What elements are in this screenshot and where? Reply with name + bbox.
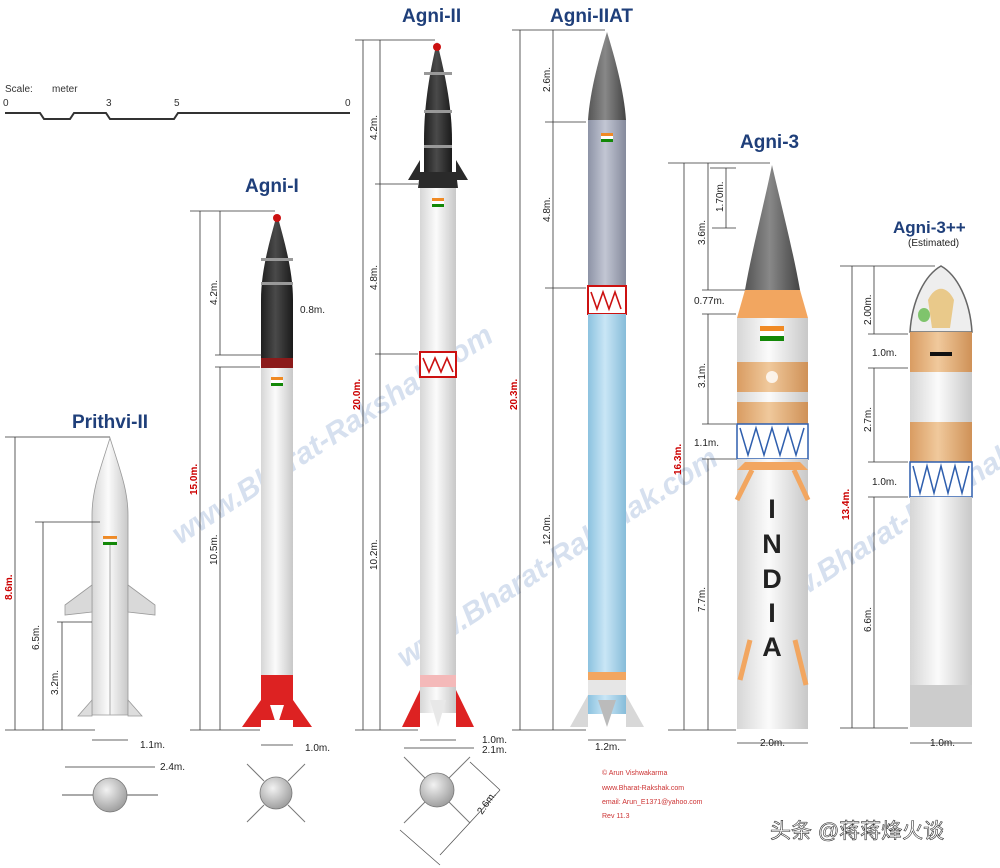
credit-line: Rev 11.3 — [602, 813, 630, 820]
missile-title: Agni-3 — [740, 132, 799, 153]
footer-watermark: 头条 @蒋蒋烽火谈 — [770, 820, 944, 843]
body-letter: N — [762, 529, 782, 559]
dim-label: 1.0m. — [482, 735, 507, 746]
dim-label: 3.6m. — [697, 220, 708, 245]
missile-agni-iiat: Agni-IIAT 20.3m. 2.6m. 4.8m. 12.0m. 1.2m… — [509, 6, 644, 753]
missile-title: Agni-II — [402, 6, 461, 27]
missile-title: Agni-I — [245, 176, 299, 197]
body-letter: D — [762, 564, 782, 594]
dim-label: 0.8m. — [300, 305, 325, 316]
dim-label: 6.5m. — [31, 625, 42, 650]
body-letter: I — [768, 598, 776, 628]
dim-label: 1.0m. — [305, 743, 330, 754]
scale-tick: 0 — [3, 98, 9, 109]
body-letter: A — [762, 632, 782, 662]
missile-agni-i: Agni-I 15.0m. 4.2m. 0.8m. 10.5m. 1.0m. — [189, 176, 330, 823]
dim-label: 3.1m. — [697, 363, 708, 388]
dim-label: 2.1m. — [482, 745, 507, 756]
dim-label: 2.6m. — [542, 67, 553, 92]
dim-label: 1.70m. — [715, 181, 726, 212]
dim-label: 2.0m. — [760, 738, 785, 749]
missile-subtitle: (Estimated) — [908, 238, 959, 249]
credits-block: © Arun Vishwakarma www.Bharat-Rakshak.co… — [601, 769, 703, 820]
dim-label: 1.0m. — [930, 738, 955, 749]
dim-total-length: 20.0m. — [352, 379, 363, 410]
dim-label: 4.8m. — [542, 197, 553, 222]
dim-total-length: 16.3m. — [673, 444, 684, 475]
missile-title: Prithvi-II — [72, 412, 148, 433]
dim-label: 6.6m. — [863, 607, 874, 632]
dim-label: 1.1m. — [694, 438, 719, 449]
missile-agni-3: Agni-3 I N D I A 16.3m. 3.6m. 1.70m. 0.7… — [668, 132, 811, 749]
dim-label: 2.00m. — [863, 294, 874, 325]
missile-prithvi-ii: Prithvi-II 8.6m. 6.5m. 3.2m. 1.1m. 2.4m. — [4, 412, 185, 813]
dim-label: 2.4m. — [160, 762, 185, 773]
scale-tick: 5 — [174, 98, 180, 109]
dim-label: 4.8m. — [369, 265, 380, 290]
scale-label: Scale: — [5, 84, 33, 95]
credit-line: email: Arun_E1371@yahoo.com — [602, 799, 703, 806]
credit-line: © Arun Vishwakarma — [602, 769, 667, 777]
missile-title: Agni-3++ — [893, 218, 966, 237]
dim-label: 7.7m. — [697, 587, 708, 612]
dim-total-length: 8.6m. — [4, 574, 15, 600]
scale-tick: 3 — [106, 98, 112, 109]
scale-unit: meter — [52, 84, 78, 95]
dim-label: 10.2m. — [369, 539, 380, 570]
dim-label: 12.0m. — [542, 514, 553, 545]
body-letter: I — [768, 494, 776, 524]
dim-label: 2.7m. — [863, 407, 874, 432]
scale-tick: 0 — [345, 98, 351, 109]
scale-bar: Scale: meter 0 3 5 0 — [3, 84, 351, 120]
dim-label: 4.2m. — [369, 115, 380, 140]
missile-agni-3pp: Agni-3++ (Estimated) 13.4m. 2.00m. 1.0m.… — [840, 218, 973, 749]
dim-label: 0.77m. — [694, 296, 725, 307]
dim-label: 1.1m. — [140, 740, 165, 751]
dim-label: 10.5m. — [209, 534, 220, 565]
dim-label: 1.0m. — [872, 477, 897, 488]
missile-title: Agni-IIAT — [550, 6, 633, 27]
dim-total-length: 20.3m. — [509, 379, 520, 410]
missile-agni-ii: Agni-II 20.0m. 4.2m. 4.8m. 10.2m. 1.0m. … — [352, 6, 507, 866]
dim-label: 1.0m. — [872, 348, 897, 359]
dim-label: 2.6m. — [475, 790, 498, 817]
dim-total-length: 13.4m. — [841, 489, 852, 520]
dim-label: 3.2m. — [50, 670, 61, 695]
credit-line: www.Bharat-Rakshak.com — [601, 785, 684, 792]
dim-total-length: 15.0m. — [189, 464, 200, 495]
dim-label: 1.2m. — [595, 742, 620, 753]
dim-label: 4.2m. — [209, 280, 220, 305]
